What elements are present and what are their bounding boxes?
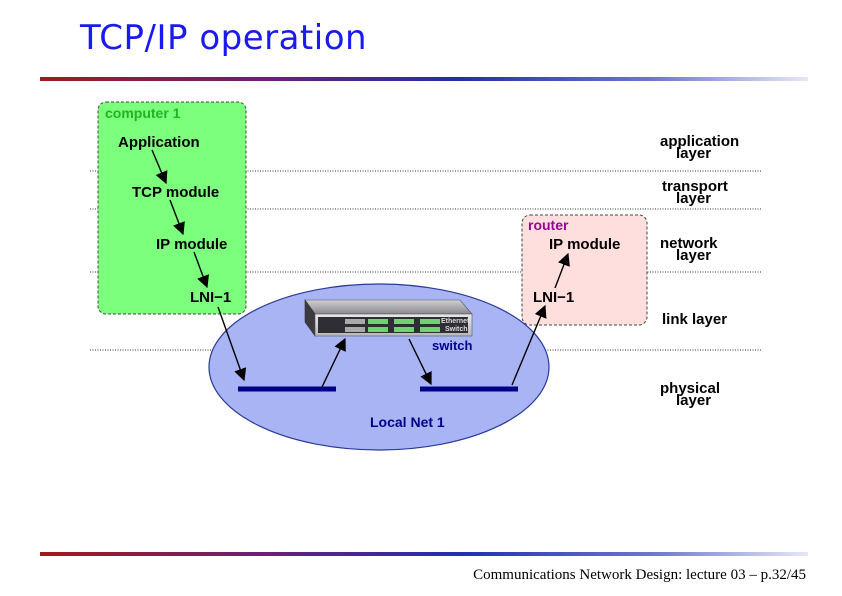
switch-device-text-1: Ethernet [441, 318, 470, 325]
arrow-segment-to-router-lni [511, 304, 547, 386]
module-application: Application [118, 134, 200, 151]
layer-label-physical-2: layer [676, 392, 711, 409]
router-box [521, 214, 648, 326]
slide-title: TCP/IP operation [80, 18, 368, 58]
router-label: router [528, 217, 569, 233]
arrow-lni-to-segment [217, 306, 247, 382]
layer-labels: application layer transport layer networ… [660, 133, 739, 409]
arrow-tcp-to-ip [169, 199, 185, 236]
computer-box [97, 101, 247, 315]
ethernet-switch-device: Ethernet Switch [304, 299, 473, 337]
title-rule [40, 77, 808, 81]
arrow-segment-to-switch [321, 337, 346, 388]
layer-label-application-2: layer [676, 145, 711, 162]
router-module-lni: LNI−1 [533, 289, 574, 306]
local-net-label: Local Net 1 [370, 414, 445, 430]
switch-device-text-2: Switch [445, 326, 468, 333]
slide-footer: Communications Network Design: lecture 0… [473, 567, 806, 583]
layer-label-network-2: layer [676, 247, 711, 264]
router-module-ip: IP module [549, 236, 620, 253]
module-ip: IP module [156, 236, 227, 253]
layer-label-network: network [660, 235, 718, 252]
switch-label: switch [432, 338, 473, 353]
layer-label-transport: transport [662, 178, 728, 195]
arrow-app-to-tcp [151, 149, 168, 185]
layer-label-application: application [660, 133, 739, 150]
module-lni: LNI−1 [190, 289, 231, 306]
module-tcp: TCP module [132, 184, 219, 201]
footer-rule [40, 552, 808, 556]
arrow-switch-to-segment [408, 338, 432, 386]
arrow-router-lni-to-ip [554, 252, 570, 289]
layer-label-transport-2: layer [676, 190, 711, 207]
layer-label-physical: physical [660, 380, 720, 397]
layer-label-link: link layer [662, 311, 727, 328]
computer-label: computer 1 [105, 105, 181, 121]
flow-arrows [151, 149, 570, 388]
switch-ports [345, 319, 440, 332]
arrow-ip-to-lni [193, 251, 209, 289]
